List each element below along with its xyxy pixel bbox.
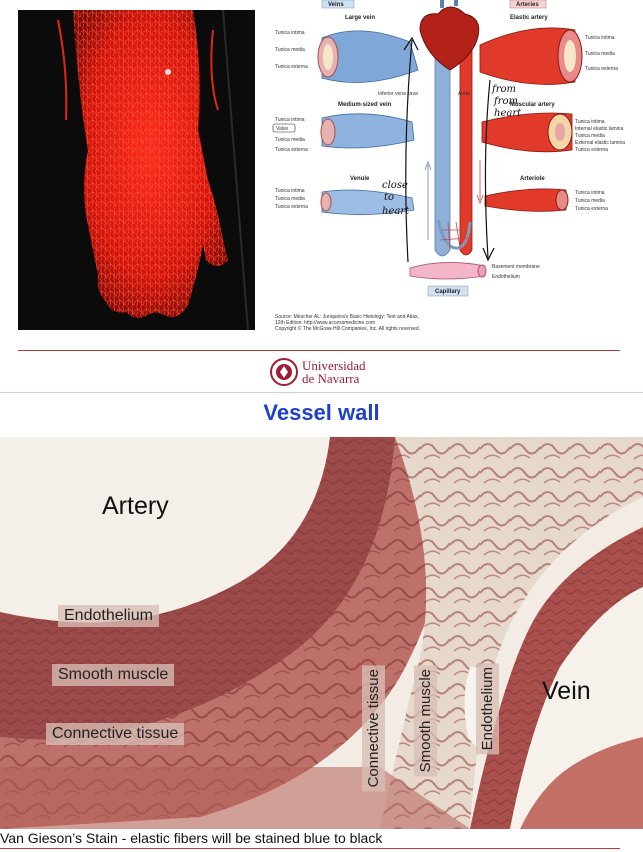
muscular-artery-section: Muscular artery bbox=[481, 102, 573, 153]
svg-text:to: to bbox=[384, 192, 394, 203]
top-divider bbox=[18, 350, 620, 351]
venule-label: Venule bbox=[350, 176, 370, 182]
vascular-cast-illustration bbox=[18, 10, 255, 330]
svg-text:Tunica externa: Tunica externa bbox=[585, 66, 618, 72]
logo-line-2: de Navarra bbox=[302, 371, 360, 386]
capillary-label: Capillary bbox=[435, 289, 461, 295]
svg-text:Tunica externa: Tunica externa bbox=[275, 64, 308, 70]
handwritten-arrow-down bbox=[484, 79, 491, 259]
svg-text:heart: heart bbox=[382, 206, 410, 217]
smooth-muscle-artery-label: Smooth muscle bbox=[52, 664, 175, 686]
svg-text:Tunica externa: Tunica externa bbox=[275, 147, 308, 153]
svg-text:External elastic lamina: External elastic lamina bbox=[575, 140, 625, 146]
svg-text:heart: heart bbox=[494, 108, 522, 119]
smooth-muscle-vein-label: Smooth muscle bbox=[414, 665, 437, 777]
svg-text:Tunica intima: Tunica intima bbox=[275, 188, 305, 194]
svg-text:close: close bbox=[382, 180, 408, 191]
svg-text:Tunica externa: Tunica externa bbox=[275, 204, 308, 210]
endothelium-vein-label: Endothelium bbox=[476, 663, 499, 755]
histology-micrograph: Artery Vein Endothelium Smooth muscle Co… bbox=[0, 437, 643, 829]
svg-text:Tunica media: Tunica media bbox=[575, 198, 605, 204]
endothelium-artery-label: Endothelium bbox=[58, 605, 159, 627]
svg-text:Tunica media: Tunica media bbox=[275, 137, 305, 143]
svg-text:Tunica intima: Tunica intima bbox=[275, 30, 305, 36]
vessel-wall-micrograph-illustration bbox=[0, 437, 643, 829]
slide-title: Vessel wall bbox=[263, 400, 380, 425]
svg-text:Endothelium: Endothelium bbox=[492, 274, 520, 280]
stain-caption: Van Gieson’s Stain - elastic fibers will… bbox=[0, 830, 383, 846]
connective-tissue-artery-label: Connective tissue bbox=[46, 723, 185, 745]
slide-separator bbox=[0, 392, 643, 393]
svg-text:Internal elastic lamina: Internal elastic lamina bbox=[575, 126, 624, 132]
arteriole-section: Arteriole bbox=[484, 176, 569, 212]
aorta-label: Aorta bbox=[458, 91, 470, 97]
medium-vein-section: Medium-sized vein bbox=[320, 102, 415, 149]
source-credit-line2: 12th Edition: http://www.accessmedicine.… bbox=[275, 320, 375, 326]
handwritten-arrow-up bbox=[405, 39, 413, 263]
svg-text:Tunica intima: Tunica intima bbox=[575, 190, 605, 196]
bottom-divider bbox=[0, 848, 620, 849]
logo-line-1: Universidad bbox=[302, 358, 366, 373]
large-vein-section: Large vein bbox=[317, 15, 419, 83]
source-credit-line1: Source: Mescher AL: Junqueira's Basic Hi… bbox=[275, 314, 419, 320]
university-seal-icon bbox=[270, 358, 298, 386]
valve-label: Valve bbox=[276, 126, 288, 132]
svg-text:Tunica externa: Tunica externa bbox=[575, 147, 608, 153]
connective-tissue-vein-label: Connective tissue bbox=[362, 665, 385, 792]
elastic-artery-label: Elastic artery bbox=[510, 15, 548, 21]
svg-text:Tunica media: Tunica media bbox=[275, 196, 305, 202]
university-logo: Universidad de Navarra bbox=[270, 356, 380, 388]
arteries-header: Arteries bbox=[516, 2, 539, 8]
svg-text:Tunica media: Tunica media bbox=[575, 133, 605, 139]
vein-label: Vein bbox=[542, 677, 591, 705]
elastic-artery-section: Elastic artery bbox=[479, 15, 583, 85]
svg-text:Basement membrane: Basement membrane bbox=[492, 264, 540, 270]
source-credit-line3: Copyright © The McGraw-Hill Companies, I… bbox=[275, 325, 420, 332]
medium-vein-label: Medium-sized vein bbox=[338, 102, 392, 108]
svg-text:Tunica media: Tunica media bbox=[275, 47, 305, 53]
vessel-structure-diagram: Veins Arteries Large vein Tunica intima … bbox=[270, 0, 640, 340]
svg-text:Tunica intima: Tunica intima bbox=[575, 119, 605, 125]
vascular-cast-photo bbox=[18, 10, 255, 330]
arteriole-label: Arteriole bbox=[520, 176, 545, 182]
svg-text:Tunica intima: Tunica intima bbox=[585, 35, 615, 41]
svg-text:from: from bbox=[491, 84, 516, 95]
svg-text:Inferior vena cava: Inferior vena cava bbox=[378, 91, 418, 97]
svg-text:from: from bbox=[493, 96, 518, 107]
veins-header: Veins bbox=[328, 2, 344, 8]
capillary-section: Capillary bbox=[409, 262, 487, 297]
svg-text:Tunica media: Tunica media bbox=[585, 51, 615, 57]
artery-label: Artery bbox=[102, 492, 169, 520]
muscular-artery-label: Muscular artery bbox=[510, 102, 555, 108]
venule-section: Venule bbox=[320, 176, 415, 215]
large-vein-label: Large vein bbox=[345, 15, 375, 21]
svg-text:Tunica intima: Tunica intima bbox=[275, 117, 305, 123]
svg-text:Tunica externa: Tunica externa bbox=[575, 206, 608, 212]
